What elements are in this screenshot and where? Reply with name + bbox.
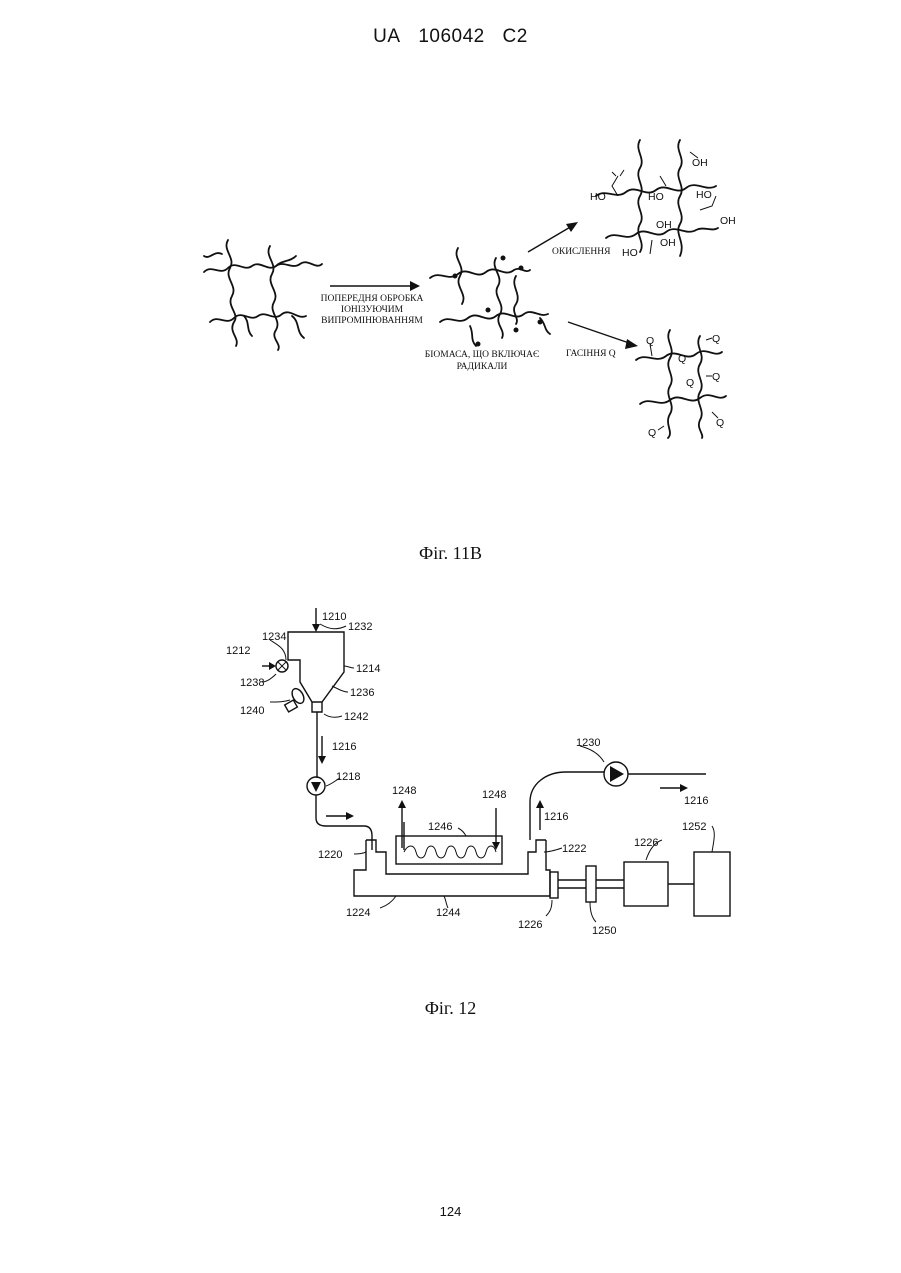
quench-group-1: Q <box>646 335 654 347</box>
oxidized-group-4: OH <box>656 219 672 231</box>
label-1242: 1242 <box>344 711 368 723</box>
figure-11b-caption: Фіг. 11В <box>0 543 901 564</box>
pretreatment-label-1: ПОПЕРЕДНЯ ОБРОБКА <box>321 294 424 304</box>
pretreatment-label-3: ВИПРОМІНЮВАННЯМ <box>321 316 423 326</box>
quench-group-5: Q <box>686 377 694 389</box>
oxidized-group-5: OH <box>720 215 736 227</box>
reactor-vessel <box>354 800 550 896</box>
quench-group-3: Q <box>678 353 686 365</box>
label-1216-feed: 1216 <box>332 741 356 753</box>
quench-label: ГАСІННЯ Q <box>566 349 616 359</box>
label-1216-out: 1216 <box>684 795 708 807</box>
label-1240: 1240 <box>240 705 264 717</box>
quench-group-6: Q <box>648 427 656 439</box>
quench-group-7: Q <box>716 417 724 429</box>
label-1210: 1210 <box>322 611 346 623</box>
oxidation-label: ОКИСЛЕННЯ <box>552 247 611 257</box>
oxidized-group-6: HO <box>622 247 638 259</box>
biomass-radicals-label-2: РАДИКАЛИ <box>457 362 508 372</box>
radical-biomass-network <box>430 248 550 347</box>
label-1232: 1232 <box>348 621 372 633</box>
label-1226-coupling: 1226 <box>518 919 542 931</box>
label-1214: 1214 <box>356 663 380 675</box>
oxidized-group-3: HO <box>648 191 664 203</box>
drive-assembly <box>550 852 730 916</box>
oxidized-group-7: OH <box>660 237 676 249</box>
oxidized-group-1: OH <box>692 157 708 169</box>
label-1230: 1230 <box>576 737 600 749</box>
label-1222: 1222 <box>562 843 586 855</box>
label-1224: 1224 <box>346 907 370 919</box>
oxidized-group-8: HO <box>696 189 712 201</box>
label-1218: 1218 <box>336 771 360 783</box>
label-1226-motor: 1226 <box>634 837 658 849</box>
quench-group-4: Q <box>712 371 720 383</box>
feed-hopper <box>262 608 344 712</box>
label-1234: 1234 <box>262 631 286 643</box>
quench-arrow <box>568 322 632 344</box>
quench-group-2: Q <box>712 333 720 345</box>
label-1212: 1212 <box>226 645 250 657</box>
untreated-biomass-network <box>204 240 322 350</box>
label-1216-up: 1216 <box>544 811 568 823</box>
label-1220: 1220 <box>318 849 342 861</box>
figure-12-caption: Фіг. 12 <box>0 998 901 1019</box>
oxidized-group-2: HO <box>590 191 606 203</box>
label-1238: 1238 <box>240 677 264 689</box>
pretreatment-label-2: ІОНІЗУЮЧИМ <box>341 305 404 315</box>
biomass-radicals-label-1: БІОМАСА, ЩО ВКЛЮЧАЄ <box>425 350 539 360</box>
label-1250: 1250 <box>592 925 616 937</box>
label-1248-left: 1248 <box>392 785 416 797</box>
label-1252: 1252 <box>682 821 706 833</box>
label-1236: 1236 <box>350 687 374 699</box>
figure-12: 1210 1232 1234 1212 1214 1238 1236 1240 … <box>0 590 901 1010</box>
figure-11b: ПОПЕРЕДНЯ ОБРОБКА ІОНІЗУЮЧИМ ВИПРОМІНЮВА… <box>0 0 901 520</box>
label-1246: 1246 <box>428 821 452 833</box>
label-1248-right: 1248 <box>482 789 506 801</box>
label-1244: 1244 <box>436 907 460 919</box>
page-number: 124 <box>0 1204 901 1219</box>
